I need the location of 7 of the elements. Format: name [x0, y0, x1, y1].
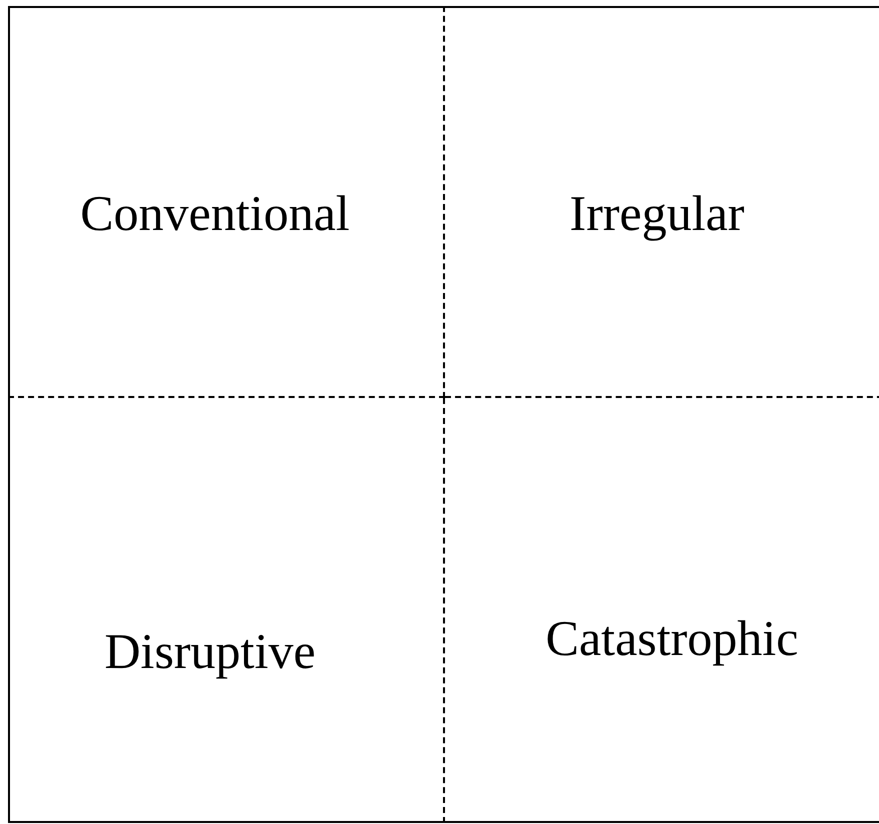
quadrant — [8, 398, 445, 823]
quadrant-label: Conventional — [80, 184, 350, 242]
quadrant — [445, 6, 879, 398]
quadrant-label: Irregular — [570, 184, 744, 242]
quadrant-label: Catastrophic — [546, 609, 798, 667]
quadrant-label: Disruptive — [104, 622, 316, 680]
quadrant — [8, 6, 445, 398]
